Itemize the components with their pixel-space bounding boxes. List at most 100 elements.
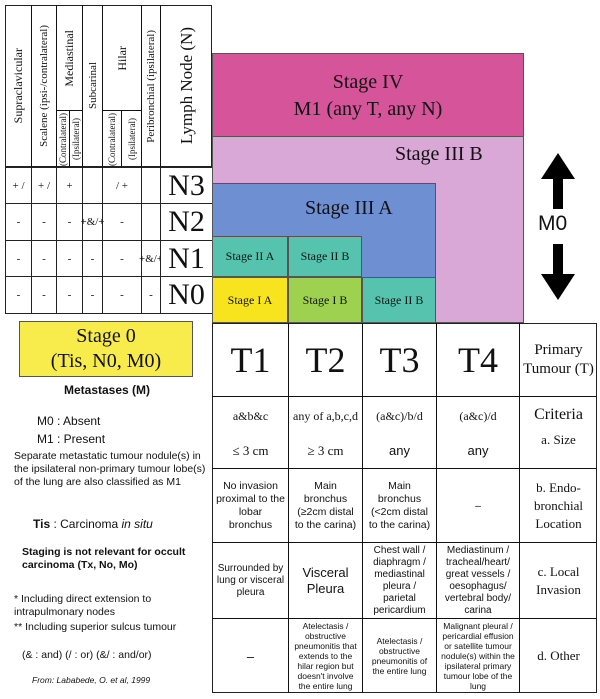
n-cell: + / [5, 167, 32, 204]
n-cell: - [102, 203, 142, 241]
criteria-other: d. Other [537, 648, 580, 663]
mediastinal-contralateral-label: (Contralateral) [58, 112, 68, 166]
t-invasion-cell: Visceral Pleura [302, 565, 349, 596]
t-header: T3 [379, 340, 420, 380]
criteria-size: a. Size [541, 432, 576, 447]
n-cell [141, 167, 161, 204]
n-cell: - [56, 203, 83, 241]
stage-ib-box: Stage I B [288, 277, 362, 323]
stage-iv-title: Stage IV [332, 70, 404, 93]
t-header: T2 [305, 340, 346, 380]
stage-iiia-label: Stage III A [305, 197, 393, 219]
n-stage-label: N1 [160, 240, 213, 277]
n-cell: - [82, 240, 103, 277]
t-other-cell: Malignant pleural / pericardial effusion… [441, 621, 515, 691]
n-cell: - [56, 240, 83, 277]
subcarinal-label: Subcarinal [86, 62, 99, 110]
t-other-cell: Atelectasis / obstructive pneumonitis th… [294, 621, 357, 691]
stage-iib-label-n0: Stage II B [374, 292, 424, 307]
criteria-title: Criteria [534, 406, 583, 423]
stage-iia-label: Stage II A [225, 249, 275, 263]
hilar-label: Hilar [114, 45, 129, 71]
occult-staging-note: Staging is not relevant for occult carci… [22, 546, 186, 571]
t-invasion-cell: Surrounded by lung or visceral pleura [216, 563, 285, 598]
m0-up-arrow-icon [541, 153, 575, 209]
t-endo-cell: Main bronchus (≥2cm distal to the carina… [294, 480, 357, 531]
tis-text: : Carcinoma [50, 517, 122, 531]
mediastinal-label: Mediastinal [62, 29, 76, 87]
t-invasion-cell: Mediastinum / tracheal/heart/ great vess… [444, 545, 512, 616]
stage-iv-box [212, 53, 524, 137]
primary-tumour-label: Primary Tumour (T) [523, 341, 594, 377]
n-stage-label: N2 [160, 203, 213, 241]
stage-ia-label: Stage I A [227, 292, 273, 307]
m1-present-text: M1 : Present [37, 432, 106, 446]
n-cell: - [102, 240, 142, 277]
m0-down-arrow-icon [541, 244, 575, 300]
t-size-cell: any [389, 442, 410, 458]
tis-label: Tis [33, 517, 51, 531]
stage-iib-box-n1: Stage II B [288, 236, 362, 277]
t-size-cell: any [467, 442, 489, 458]
hilar-contralateral-label: (Contralateral) [107, 112, 117, 166]
t-code-cell: (a&c)/d [459, 409, 497, 423]
n-cell: + [56, 167, 83, 204]
lymph-node-header-panel [5, 5, 212, 167]
n-cell: - [82, 276, 103, 314]
t-endo-cell: – [475, 499, 481, 512]
t-invasion-cell: Chest wall / diaphragm / mediastinal ple… [373, 545, 426, 616]
n-cell: - [31, 276, 57, 314]
t-table [212, 323, 597, 693]
m0-label: M0 [538, 212, 568, 235]
footnote-direct-extension: * Including direct extension to intrapul… [14, 593, 152, 618]
n-cell: - [102, 276, 142, 314]
t-size-cell: ≥ 3 cm [307, 442, 344, 458]
n-cell: - [5, 203, 32, 241]
stage-0-title: Stage 0 [76, 325, 136, 347]
symbol-legend: (& : and) (/ : or) (&/ : and/or) [22, 649, 152, 661]
t-code-cell: a&b&c [232, 409, 269, 423]
lymph-node-label: Lymph Node (N) [176, 27, 196, 145]
separate-nodule-text: Separate metastatic tumour nodule(s) in … [14, 450, 206, 488]
peribronchial-label: Peribronchial (ipsilateral) [145, 29, 157, 143]
scalene-label: Scalene (ipsi-/contralateral) [38, 25, 50, 147]
n-stage-label: N3 [160, 167, 213, 204]
t-code-cell: (a&c)/b/d [376, 409, 423, 423]
n-cell: - [31, 203, 57, 241]
t-header: T4 [458, 340, 498, 380]
t-endo-cell: Main bronchus (<2cm distal to the carina… [368, 480, 431, 531]
footnote-superior-sulcus: ** Including superior sulcus tumour [14, 621, 177, 633]
mediastinal-ipsilateral-label: (Ipsilateral) [71, 118, 81, 160]
n-cell [82, 167, 103, 204]
n-stage-label: N0 [160, 276, 213, 314]
stage-iiib-label: Stage III B [395, 143, 483, 165]
stage-iib-label-n1: Stage II B [300, 249, 350, 263]
t-size-cell: ≤ 3 cm [232, 442, 269, 458]
t-other-cell: Atelectasis / obstructive pneumonitis of… [371, 636, 428, 676]
stage-0-subtitle: (Tis, N0, M0) [50, 350, 162, 372]
criteria-invasion: c. Local Invasion [536, 563, 581, 597]
supraclavicular-label: Supraclavicular [11, 48, 25, 124]
n-cell: - [31, 240, 57, 277]
t-code-cell: any of a,b,c,d [293, 409, 358, 423]
n-cell: + / [31, 167, 57, 204]
tis-definition: Tis : Carcinoma in situ [33, 517, 153, 531]
stage-iib-box-n0: Stage II B [362, 277, 436, 323]
n-cell: - [141, 276, 161, 314]
n-cell: / + [102, 167, 142, 204]
stage-iv-subtitle: M1 (any T, any N) [293, 97, 443, 120]
criteria-endo: b. Endo-bronchial Location [533, 479, 584, 531]
n-cell: - [5, 240, 32, 277]
t-header: T1 [230, 340, 271, 380]
stage-0-box: Stage 0 (Tis, N0, M0) [19, 321, 193, 377]
n-cell [141, 203, 161, 241]
stage-ia-box: Stage I A [212, 277, 288, 323]
tis-italic: in situ [121, 517, 153, 531]
n-cell: - [56, 276, 83, 314]
t-other-cell: – [246, 648, 255, 664]
m0-absent-text: M0 : Absent [37, 414, 101, 428]
t-endo-cell: No invasion proximal to the lobar bronch… [216, 480, 285, 531]
n-cell: +&/+ [80, 203, 105, 241]
stage-ib-label: Stage I B [302, 292, 348, 307]
